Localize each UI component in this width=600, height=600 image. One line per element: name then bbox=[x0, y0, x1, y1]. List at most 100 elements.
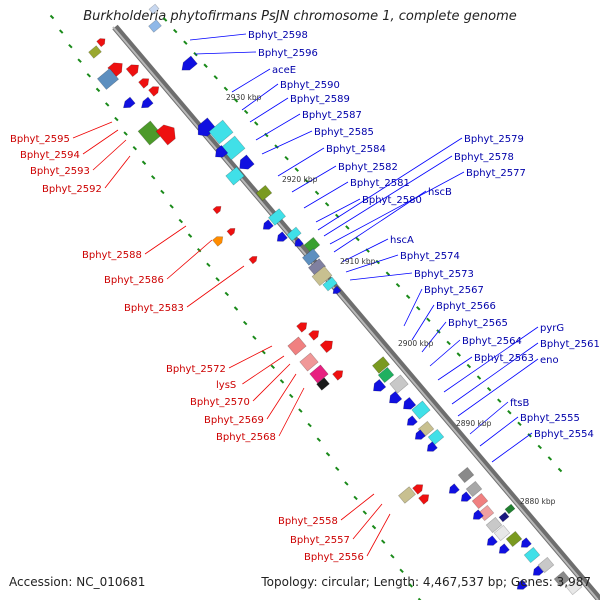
gene-arrow bbox=[411, 400, 431, 420]
tick-mark bbox=[132, 145, 138, 151]
gene-label-right[interactable]: Bphyt_2563 bbox=[474, 353, 534, 364]
leader-line bbox=[82, 129, 119, 155]
gene-arrow bbox=[418, 494, 430, 505]
gene-label-left[interactable]: Bphyt_2558 bbox=[278, 516, 338, 527]
gene-arrow bbox=[485, 516, 503, 534]
gene-arrow bbox=[457, 466, 475, 484]
gene-label-right[interactable]: Bphyt_2584 bbox=[326, 144, 386, 155]
gene-arrow bbox=[389, 390, 403, 404]
gene-arrow bbox=[148, 19, 162, 33]
gene-label-left[interactable]: Bphyt_2583 bbox=[124, 303, 184, 314]
gene-arrow bbox=[472, 509, 484, 520]
gene-arrow bbox=[523, 546, 541, 564]
gene-label-left[interactable]: Bphyt_2586 bbox=[104, 275, 164, 286]
gene-label-right[interactable]: pyrG bbox=[540, 323, 564, 334]
gene-arrow bbox=[287, 336, 307, 356]
scale-label: 2900 kbp bbox=[398, 339, 434, 348]
gene-label-right[interactable]: Bphyt_2589 bbox=[290, 94, 350, 105]
tick-mark bbox=[68, 43, 73, 49]
gene-label-left[interactable]: lysS bbox=[216, 380, 236, 391]
gene-arrow bbox=[294, 237, 304, 247]
gene-arrow bbox=[141, 96, 154, 109]
gene-label-right[interactable]: Bphyt_2596 bbox=[258, 48, 318, 59]
tick-mark bbox=[399, 568, 404, 574]
tick-mark bbox=[252, 335, 257, 340]
gene-label-right[interactable]: Bphyt_2579 bbox=[464, 134, 524, 145]
gene-arrow bbox=[239, 154, 255, 170]
gene-label-right[interactable]: Bphyt_2585 bbox=[314, 127, 374, 138]
tick-mark bbox=[416, 306, 421, 311]
gene-label-left[interactable]: Bphyt_2595 bbox=[10, 134, 70, 145]
gene-arrow bbox=[138, 78, 150, 89]
leader-line bbox=[403, 288, 423, 327]
gene-label-right[interactable]: aceE bbox=[272, 65, 296, 76]
gene-label-right[interactable]: Bphyt_2561 bbox=[540, 339, 600, 350]
gene-label-right[interactable]: Bphyt_2577 bbox=[466, 168, 526, 179]
tick-mark bbox=[178, 218, 184, 224]
tick-mark bbox=[408, 583, 414, 588]
tick-mark bbox=[405, 294, 411, 299]
gene-label-left[interactable]: Bphyt_2572 bbox=[166, 364, 226, 375]
gene-arrow bbox=[319, 340, 333, 354]
gene-label-left[interactable]: Bphyt_2557 bbox=[290, 535, 350, 546]
gene-label-left[interactable]: Bphyt_2588 bbox=[82, 250, 142, 261]
gene-label-left[interactable]: Bphyt_2594 bbox=[20, 150, 80, 161]
leader-line bbox=[194, 51, 257, 55]
gene-label-right[interactable]: Bphyt_2582 bbox=[338, 162, 398, 173]
tick-mark bbox=[426, 317, 431, 323]
leader-line bbox=[72, 121, 113, 139]
gene-label-right[interactable]: Bphyt_2565 bbox=[448, 318, 508, 329]
tick-mark bbox=[314, 190, 320, 196]
gene-label-left[interactable]: Bphyt_2593 bbox=[30, 166, 90, 177]
gene-label-right[interactable]: Bphyt_2574 bbox=[400, 251, 460, 262]
gene-label-left[interactable]: Bphyt_2568 bbox=[216, 432, 276, 443]
gene-arrow bbox=[516, 579, 528, 590]
leader-line bbox=[429, 339, 461, 367]
tick-mark bbox=[183, 40, 188, 45]
gene-arrow bbox=[565, 578, 583, 596]
tick-mark bbox=[213, 75, 218, 80]
gene-label-right[interactable]: hscB bbox=[428, 187, 452, 198]
gene-label-left[interactable]: Bphyt_2569 bbox=[204, 415, 264, 426]
leader-line bbox=[249, 97, 289, 123]
scale-label: 2920 kbp bbox=[282, 175, 318, 184]
tick-mark bbox=[557, 467, 563, 473]
gene-label-left[interactable]: Bphyt_2592 bbox=[42, 184, 102, 195]
gene-label-right[interactable]: hscA bbox=[390, 235, 414, 246]
gene-label-right[interactable]: Bphyt_2581 bbox=[350, 178, 410, 189]
gene-label-right[interactable]: Bphyt_2590 bbox=[280, 80, 340, 91]
tick-mark bbox=[233, 98, 239, 103]
gene-label-right[interactable]: Bphyt_2580 bbox=[362, 195, 422, 206]
gene-label-right[interactable]: Bphyt_2564 bbox=[462, 336, 522, 347]
gene-arrow bbox=[412, 484, 424, 495]
tick-mark bbox=[206, 262, 211, 267]
gene-label-right[interactable]: Bphyt_2554 bbox=[534, 429, 594, 440]
gene-label-right[interactable]: Bphyt_2573 bbox=[414, 269, 474, 280]
leader-line bbox=[340, 493, 375, 521]
gene-label-left[interactable]: Bphyt_2570 bbox=[190, 397, 250, 408]
gene-label-right[interactable]: eno bbox=[540, 355, 559, 366]
gene-label-right[interactable]: Bphyt_2587 bbox=[302, 110, 362, 121]
gene-label-left[interactable]: Bphyt_2556 bbox=[304, 552, 364, 563]
tick-mark bbox=[196, 247, 202, 253]
gene-label-right[interactable]: Bphyt_2567 bbox=[424, 285, 484, 296]
leader-line bbox=[352, 503, 383, 540]
gene-arrow bbox=[96, 38, 106, 48]
gene-label-right[interactable]: Bphyt_2566 bbox=[436, 301, 496, 312]
leader-line bbox=[421, 321, 447, 353]
gene-arrow bbox=[389, 374, 409, 394]
tick-mark bbox=[353, 495, 358, 501]
gene-label-right[interactable]: ftsB bbox=[510, 398, 529, 409]
gene-label-right[interactable]: Bphyt_2598 bbox=[248, 30, 308, 41]
scale-label: 2880 kbp bbox=[520, 497, 556, 506]
leader-line bbox=[291, 165, 337, 193]
tick-mark bbox=[187, 233, 193, 238]
gene-arrow bbox=[208, 119, 234, 145]
gene-label-right[interactable]: Bphyt_2578 bbox=[454, 152, 514, 163]
tick-mark bbox=[537, 444, 542, 450]
tick-mark bbox=[344, 481, 349, 486]
gene-label-right[interactable]: Bphyt_2555 bbox=[520, 413, 580, 424]
gene-arrow bbox=[498, 543, 510, 554]
